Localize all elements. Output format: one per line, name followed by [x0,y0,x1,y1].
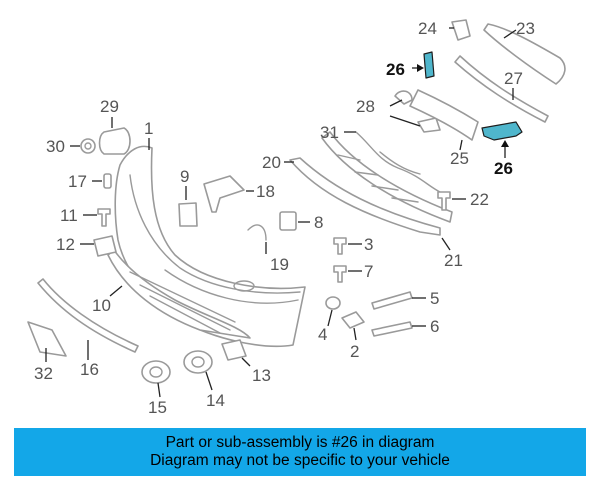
callout-5: 5 [430,289,439,308]
callout-20: 20 [262,153,281,172]
part-1-body-line [129,174,301,294]
callout-26-upper: 26 [386,60,405,79]
callout-7: 7 [364,262,373,281]
callout-4: 4 [318,325,327,344]
part-27-bar [454,55,549,123]
part-12-bracket [93,235,117,257]
part-25-reinforcement [409,89,479,141]
part-19-clip [247,224,267,241]
callout-30: 30 [46,137,65,156]
callout-31: 31 [320,123,339,142]
part-21-ribs [337,154,419,203]
callout-14: 14 [206,391,225,410]
part-29-park-sensor [98,127,131,155]
callout-21: 21 [444,251,463,270]
callout-26-lower: 26 [494,159,513,178]
callout-10: 10 [92,296,111,315]
banner-line-1: Part or sub-assembly is #26 in diagram [165,434,435,451]
part-7-bolt [333,265,347,283]
part-30-ring-inner [84,142,92,150]
callout-13: 13 [252,366,271,385]
part-16-molding [37,278,139,353]
callout-11: 11 [60,206,78,225]
part-14-fog-bezel [183,350,213,374]
part-17-clip [103,173,112,189]
arrowhead-26-upper [417,64,424,72]
part-22-bolt [437,191,451,211]
part-5-strip [371,291,413,310]
callout-12: 12 [56,235,75,254]
part-13-bracket [221,339,247,361]
part-6-strip [371,321,413,337]
banner-line-2: Diagram may not be specific to your vehi… [150,452,450,469]
part-30-ring [80,138,96,154]
part-26-bracket-upper [423,51,435,79]
part-11-screw [97,208,111,227]
part-28-bracket-a [394,90,413,105]
parts-diagram: 1 29 30 17 11 12 10 16 32 9 18 19 8 20 2… [27,19,566,417]
part-1-fog-opening [233,280,255,292]
part-15-bezel-inner [149,366,163,378]
callout-3: 3 [364,235,373,254]
callout-1: 1 [144,119,153,138]
part-20-impact-strip [289,157,441,236]
callout-2: 2 [350,342,359,361]
callout-24: 24 [418,19,437,38]
part-9-bracket [178,202,198,227]
part-32-license-bracket [27,321,67,357]
callout-17: 17 [68,172,87,191]
callout-19: 19 [270,255,289,274]
callout-22: 22 [470,190,489,209]
callout-25: 25 [450,149,469,168]
callout-29: 29 [100,97,119,116]
part-28-bracket-b [417,117,441,133]
callout-27: 27 [504,69,523,88]
callout-16: 16 [80,360,99,379]
part-31-harness [355,131,441,193]
part-15-fog-bezel [141,360,171,384]
callout-28: 28 [356,97,375,116]
part-14-bezel-inner [191,356,205,368]
part-1-crease [164,269,299,304]
part-24-bracket [451,19,471,41]
part-21-carrier [321,131,453,223]
part-18-cover [203,175,245,213]
callout-32: 32 [34,364,53,383]
part-8-clip [279,211,297,231]
callout-9: 9 [180,167,189,186]
callout-6: 6 [430,317,439,336]
part-4-washer [325,296,341,310]
info-banner: Part or sub-assembly is #26 in diagram D… [14,428,586,476]
part-23-grille-frame [483,23,566,85]
part-10-grille-slats [129,271,236,334]
part-2-bracket [341,311,365,329]
callout-15: 15 [148,398,167,417]
callout-18: 18 [256,182,275,201]
callout-8: 8 [314,213,323,232]
part-26-bracket-lower [481,121,523,141]
callout-23: 23 [516,19,535,38]
part-3-bolt [333,237,347,255]
arrowhead-26-lower [501,140,509,147]
